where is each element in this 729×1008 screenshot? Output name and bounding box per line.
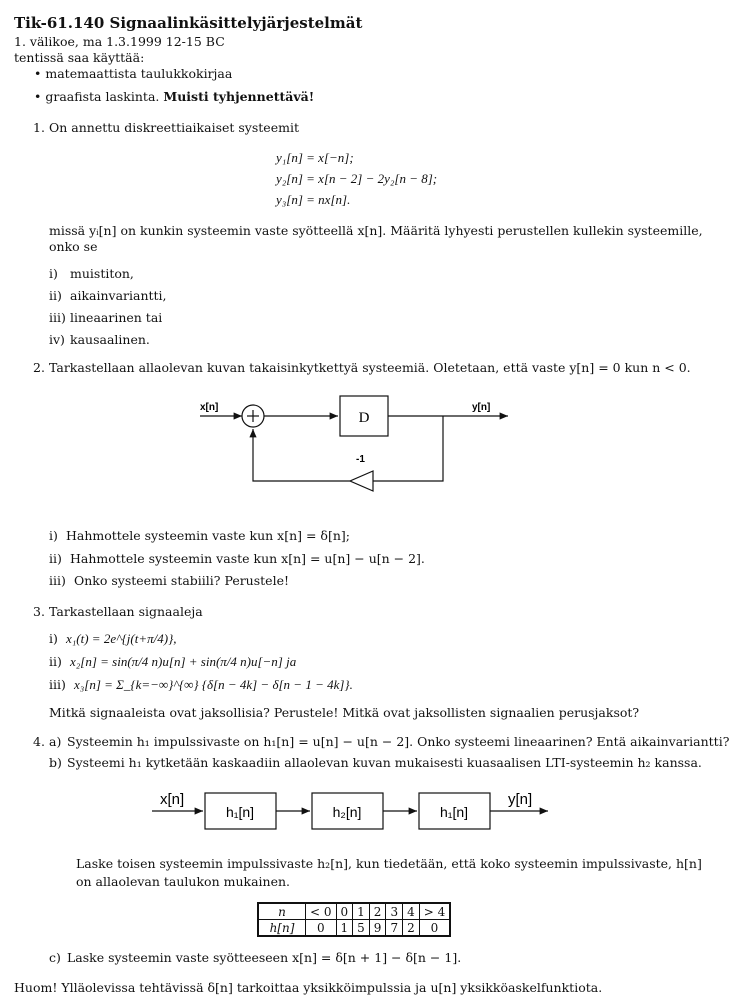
q2-item-label: i)	[49, 528, 58, 543]
q3-item-text: x₁(t) = 2e^{j(t+π/4)},	[66, 631, 177, 646]
q3-item-label: iii)	[49, 677, 66, 692]
q3-item-label: ii)	[49, 654, 62, 669]
impulse-response-table: n < 0 0 1 2 3 4 > 4 h[n] 0 1 5 9 7 2 0	[257, 902, 452, 937]
equation-y1: y₁[n] = x[−n];	[276, 150, 354, 165]
q3-item-text: x₂[n] = sin(π/4 n)u[n] + sin(π/4 n)u[−n]…	[70, 654, 297, 669]
table-header-cell: 4	[402, 902, 420, 920]
q3-item-label: i)	[49, 631, 58, 646]
q4-part-b-desc-cont: on allaolevan taulukon mukainen.	[76, 874, 291, 889]
q2-item-label: ii)	[49, 551, 62, 566]
diagram-input-label: x[n]	[200, 402, 218, 413]
bullet-text: graafista laskinta.	[45, 89, 160, 104]
exam-title: Tik-61.140 Signaalinkäsittelyjärjestelmä…	[14, 14, 363, 32]
table-cell: 1	[335, 919, 354, 937]
q4-part-label: a)	[49, 734, 62, 749]
table-cell: 5	[352, 919, 370, 937]
question-1-desc: missä yᵢ[n] on kunkin systeemin vaste sy…	[49, 223, 703, 238]
question-4-number: 4.	[33, 734, 45, 749]
question-3-question: Mitkä signaaleista ovat jaksollisia? Per…	[49, 705, 640, 720]
table-row-label: h[n]	[257, 919, 306, 937]
q1-item-text: aikainvariantti,	[70, 288, 167, 303]
feedback-diagram: x[n] D y[n] -1	[200, 395, 508, 492]
h1-block-label: h₁[n]	[226, 804, 254, 820]
q1-item-text: kausaalinen.	[70, 332, 150, 347]
feedback-return-arrow	[249, 429, 350, 482]
gain-triangle	[348, 470, 374, 492]
table-header-cell: 1	[352, 902, 370, 920]
q1-item-label: ii)	[49, 288, 62, 303]
q1-item-text: lineaarinen tai	[70, 310, 163, 325]
table-cell: 7	[385, 919, 404, 937]
table-header-cell: < 0	[305, 902, 337, 920]
equation-y3: y₃[n] = nx[n].	[276, 192, 351, 207]
table-header-cell: > 4	[418, 902, 451, 920]
q4-part-c-text: Laske systeemin vaste syötteeseen x[n] =…	[67, 950, 462, 965]
q4-part-label: c)	[49, 950, 61, 965]
q4-part-b-text: Systeemi h₁ kytketään kaskaadiin allaole…	[67, 755, 702, 770]
table-header-row: n < 0 0 1 2 3 4 > 4	[257, 902, 451, 920]
question-2-intro: Tarkastellaan allaolevan kuvan takaisink…	[49, 360, 691, 375]
diagram-output-label: y[n]	[472, 402, 490, 413]
table-cell: 0	[305, 919, 337, 937]
question-1-number: 1.	[33, 120, 45, 135]
table-cell: 0	[418, 919, 451, 937]
question-2-number: 2.	[33, 360, 45, 375]
q1-item-label: iii)	[49, 310, 66, 325]
feedback-path	[373, 416, 444, 482]
table-row: h[n] 0 1 5 9 7 2 0	[257, 919, 451, 937]
table-header-cell: 3	[385, 902, 404, 920]
q1-item-label: iv)	[49, 332, 65, 347]
cascade-output-label: y[n]	[508, 791, 532, 808]
table-header-cell: 2	[368, 902, 387, 920]
table-cell: 2	[402, 919, 420, 937]
gain-label: -1	[356, 454, 365, 465]
allowed-materials-label: tentissä saa käyttää:	[14, 50, 145, 65]
table-header-cell: 0	[335, 902, 354, 920]
question-3-number: 3.	[33, 604, 45, 619]
question-1-intro: On annettu diskreettiaikaiset systeemit	[49, 120, 299, 135]
h2-block-label: h₂[n]	[333, 804, 362, 820]
cascade-input-label: x[n]	[160, 791, 184, 808]
q4-part-label: b)	[49, 755, 62, 770]
table-cell: 9	[368, 919, 387, 937]
cascade-diagram: x[n] h₁[n] h₂[n] h₁[n] y[n]	[152, 791, 548, 830]
table-header-cell: n	[257, 902, 306, 920]
q3-item-text: x₃[n] = Σ_{k=−∞}^{∞} {δ[n − 4k] − δ[n − …	[74, 677, 353, 692]
q2-item-text: Onko systeemi stabiili? Perustele!	[74, 573, 289, 588]
question-1-desc-cont: onko se	[49, 239, 98, 254]
h1-block-label: h₁[n]	[440, 804, 468, 820]
footer-note: Huom! Ylläolevissa tehtävissä δ[n] tarko…	[14, 980, 603, 995]
q2-item-label: iii)	[49, 573, 66, 588]
q2-item-text: Hahmottele systeemin vaste kun x[n] = δ[…	[66, 528, 350, 543]
bullet-text: matemaattista taulukkokirjaa	[45, 66, 233, 81]
question-3-intro: Tarkastellaan signaaleja	[49, 604, 203, 619]
q2-item-text: Hahmottele systeemin vaste kun x[n] = u[…	[70, 551, 425, 566]
q1-item-text: muistiton,	[70, 266, 134, 281]
bullet-emphasis: Muisti tyhjennettävä!	[163, 89, 315, 104]
bullet-item: • matemaattista taulukkokirjaa	[34, 66, 233, 81]
bullet-item: • graafista laskinta. Muisti tyhjennettä…	[34, 89, 315, 104]
exam-date-line: 1. välikoe, ma 1.3.1999 12-15 BC	[14, 34, 225, 49]
delay-label: D	[359, 410, 370, 426]
equation-y2: y₂[n] = x[n − 2] − 2y₂[n − 8];	[276, 171, 438, 186]
q1-item-label: i)	[49, 266, 58, 281]
q4-part-b-desc: Laske toisen systeemin impulssivaste h₂[…	[76, 856, 702, 871]
q4-part-a-text: Systeemin h₁ impulssivaste on h₁[n] = u[…	[67, 734, 729, 749]
